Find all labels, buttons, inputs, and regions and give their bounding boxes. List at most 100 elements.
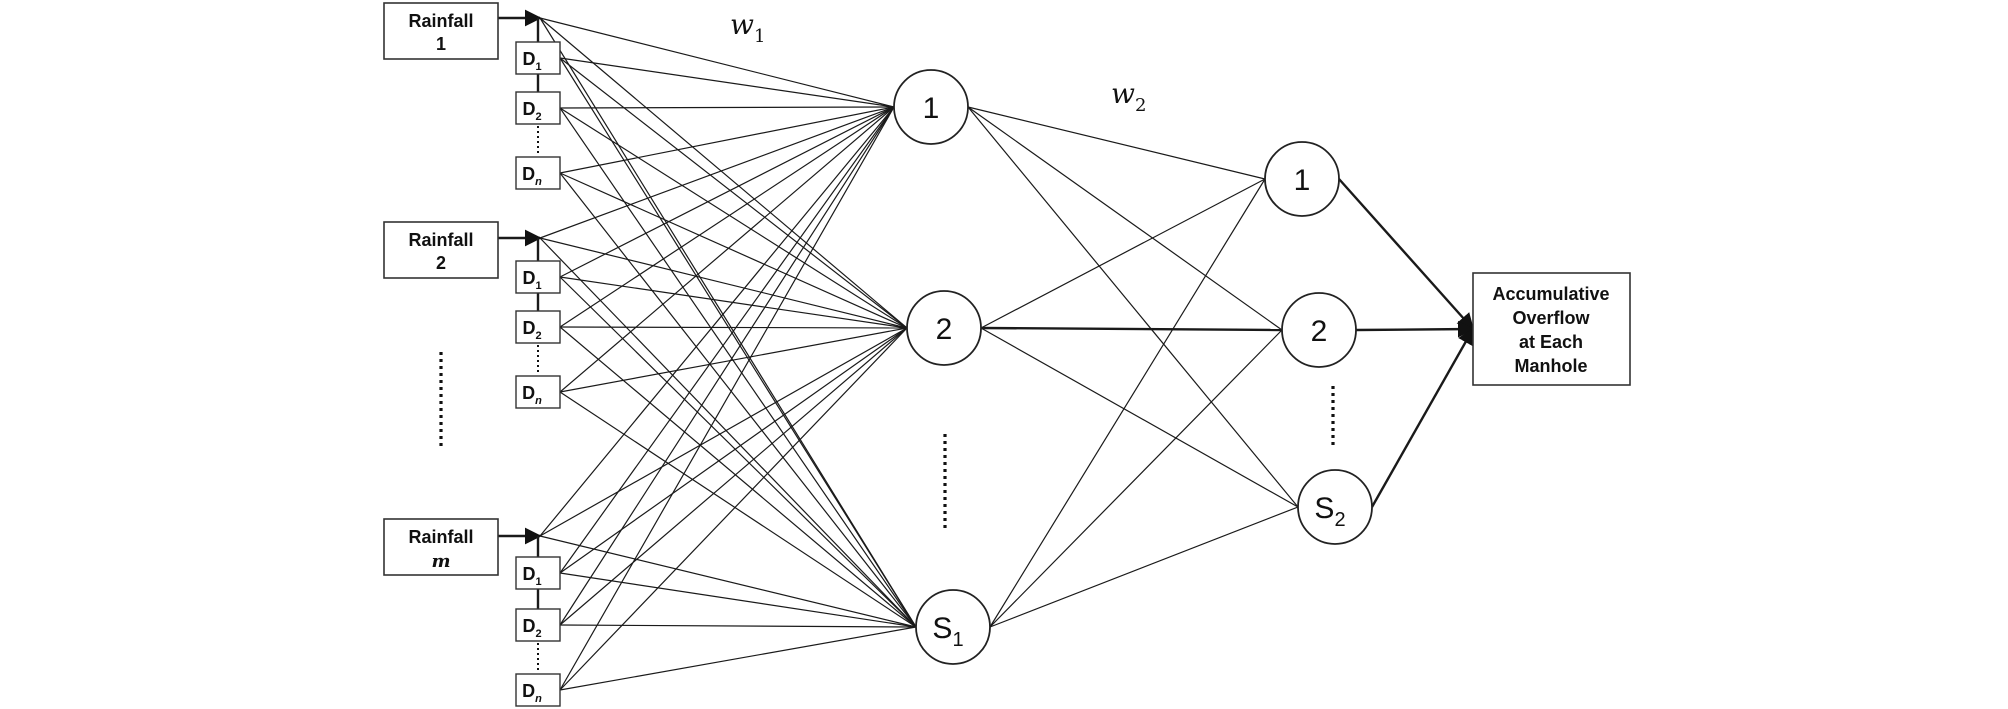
rainfall-index: 2 bbox=[436, 253, 446, 273]
input-hidden1-edge bbox=[559, 327, 908, 574]
input-hidden1-edge bbox=[559, 106, 895, 109]
hidden1-hidden2-edge bbox=[989, 506, 1299, 628]
input-hidden1-edge bbox=[559, 624, 917, 628]
input-hidden1-edge bbox=[559, 106, 895, 393]
hidden1-hidden2-edge bbox=[980, 327, 1299, 508]
delay-box-d2 bbox=[515, 608, 561, 642]
hidden-layer-2: 1 2 S2 bbox=[1264, 141, 1373, 545]
input-hidden1-edge bbox=[559, 276, 908, 329]
input-hidden1-edge bbox=[559, 172, 908, 329]
input-hidden1-edge bbox=[559, 107, 917, 628]
input-hidden1-edge bbox=[559, 106, 895, 626]
hidden2-node-s2 bbox=[1297, 469, 1373, 545]
hidden1-hidden2-edge bbox=[967, 106, 1283, 331]
svg-text:D1: D1 bbox=[522, 268, 541, 292]
delay-box-d2 bbox=[515, 310, 561, 344]
input-hidden1-edge bbox=[559, 327, 908, 626]
input-hidden1-edge bbox=[559, 57, 908, 329]
weight-label-w2: w2 bbox=[1111, 77, 1146, 116]
rainfall-box-2 bbox=[383, 221, 499, 279]
input-group-m: Rainfall m D1 D2 Dn bbox=[383, 518, 561, 707]
svg-text:S1: S1 bbox=[932, 612, 963, 651]
output-line: Manhole bbox=[1514, 356, 1587, 376]
hidden2-output-edge bbox=[1338, 178, 1475, 331]
input-hidden1-edge bbox=[559, 106, 895, 174]
input-group-1: Rainfall 1 D1 D2 Dn bbox=[383, 2, 561, 190]
hidden2-output-edge bbox=[1370, 327, 1475, 508]
svg-text:D2: D2 bbox=[522, 616, 541, 640]
rainfall-index: m bbox=[431, 551, 450, 572]
svg-text:2: 2 bbox=[1311, 315, 1328, 348]
rainfall-box-m bbox=[383, 518, 499, 576]
svg-text:Dn: Dn bbox=[522, 164, 542, 188]
hidden2-output-edge bbox=[1355, 320, 1475, 338]
output-rect bbox=[1472, 272, 1631, 386]
svg-text:D1: D1 bbox=[522, 564, 541, 588]
svg-text:Dn: Dn bbox=[522, 681, 542, 705]
input-hidden1-edge bbox=[559, 57, 895, 108]
hidden-layer-1: 1 2 S1 bbox=[893, 69, 991, 665]
svg-text:D1: D1 bbox=[522, 49, 541, 73]
input-hidden1-edge bbox=[539, 237, 908, 329]
output-line: at Each bbox=[1519, 332, 1583, 352]
svg-text:D2: D2 bbox=[522, 99, 541, 123]
output-line: Accumulative bbox=[1492, 284, 1609, 304]
hidden1-node-1 bbox=[893, 69, 969, 145]
input-hidden1-edge bbox=[559, 57, 917, 628]
input-hidden1-edge bbox=[559, 106, 895, 691]
hidden1-hidden2-edge bbox=[967, 106, 1266, 180]
hidden1-node-s1 bbox=[915, 589, 991, 665]
svg-text:D2: D2 bbox=[522, 318, 541, 342]
input-hidden1-edge bbox=[559, 391, 917, 628]
delay-box-dn bbox=[515, 375, 561, 409]
input-hidden1-edge bbox=[539, 535, 917, 628]
rainfall-label: Rainfall bbox=[408, 527, 473, 547]
rainfall-label: Rainfall bbox=[408, 230, 473, 250]
hidden1-hidden2-edge bbox=[980, 178, 1266, 329]
hidden1-node-2 bbox=[906, 290, 982, 366]
hidden2-node-2 bbox=[1281, 292, 1357, 368]
hidden1-hidden2-edge bbox=[989, 329, 1283, 628]
output-box: Accumulative Overflow at Each Manhole bbox=[1472, 272, 1631, 386]
input-hidden1-edge bbox=[559, 572, 917, 628]
input-hidden1-edge bbox=[539, 17, 895, 108]
input-hidden1-edge bbox=[559, 172, 917, 628]
input-hidden1-edge bbox=[559, 626, 917, 691]
delay-box-d1 bbox=[515, 556, 561, 590]
input-hidden1-edge bbox=[559, 107, 908, 329]
input-hidden1-edge bbox=[559, 326, 917, 628]
svg-text:1: 1 bbox=[1294, 164, 1311, 197]
output-line: Overflow bbox=[1512, 308, 1590, 328]
input-hidden1-edge bbox=[559, 106, 895, 278]
rainfall-index: 1 bbox=[436, 34, 446, 54]
svg-text:S2: S2 bbox=[1314, 492, 1345, 531]
input-hidden1-edge bbox=[539, 106, 895, 537]
svg-text:2: 2 bbox=[936, 313, 953, 346]
hidden1-hidden2-edge bbox=[989, 178, 1266, 628]
input-hidden1-edge bbox=[539, 17, 917, 628]
hidden1-hidden2-edge bbox=[980, 326, 1283, 332]
svg-text:1: 1 bbox=[923, 92, 940, 125]
input-hidden1-edge bbox=[559, 326, 908, 329]
input-hidden1-edge bbox=[559, 276, 917, 628]
hidden2-to-output-connections bbox=[1338, 178, 1475, 508]
input-to-hidden1-connections bbox=[539, 17, 917, 691]
delay-box-dn bbox=[515, 156, 561, 190]
input-hidden1-edge bbox=[559, 327, 908, 691]
delay-box-dn bbox=[515, 673, 561, 707]
hidden1-hidden2-edge bbox=[967, 106, 1299, 508]
hidden1-to-hidden2-connections bbox=[967, 106, 1299, 628]
input-hidden1-edge bbox=[559, 106, 895, 574]
delay-box-d1 bbox=[515, 260, 561, 294]
rainfall-box-1 bbox=[383, 2, 499, 60]
delay-box-d2 bbox=[515, 91, 561, 125]
input-hidden1-edge bbox=[539, 17, 908, 329]
input-hidden1-edge bbox=[559, 327, 908, 393]
input-hidden1-edge bbox=[539, 106, 895, 239]
input-hidden1-edge bbox=[539, 237, 917, 628]
svg-text:Dn: Dn bbox=[522, 383, 542, 407]
input-hidden1-edge bbox=[559, 106, 895, 328]
weight-label-w1: w1 bbox=[730, 8, 765, 47]
rainfall-label: Rainfall bbox=[408, 11, 473, 31]
